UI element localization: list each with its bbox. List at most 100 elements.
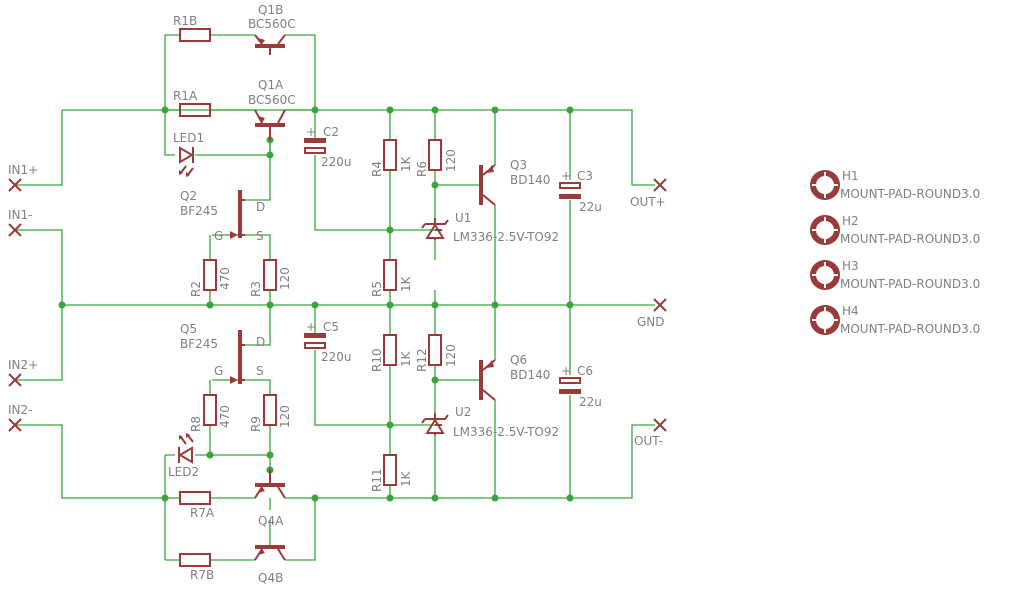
junction: [266, 301, 274, 309]
label-q5: Q5: [180, 322, 197, 336]
label-q5-d: D: [256, 335, 265, 349]
transistor-q4a[interactable]: [254, 470, 286, 499]
label-u2-value: LM336-2.5V-TO92: [453, 425, 559, 439]
label-c2-plus: +: [306, 125, 316, 139]
label-h4-value: MOUNT-PAD-ROUND3.0: [840, 322, 980, 336]
label-r5-value: 1K: [399, 275, 413, 292]
resistor-r7a[interactable]: [179, 491, 211, 505]
reference-u1[interactable]: [421, 218, 449, 240]
capacitor-c5[interactable]: [304, 333, 326, 349]
resistor-r3[interactable]: [263, 259, 277, 291]
horizontal-resistors: [179, 28, 211, 567]
junction: [386, 421, 394, 429]
label-q2-g: G: [214, 229, 223, 243]
resistor-r7b[interactable]: [179, 553, 211, 567]
label-c2: C2: [323, 125, 339, 139]
capacitor-c2[interactable]: [304, 138, 326, 154]
resistor-r1b[interactable]: [179, 28, 211, 42]
resistor-r12[interactable]: [428, 334, 442, 366]
label-h2: H2: [842, 214, 859, 228]
label-q5-g: G: [214, 364, 223, 378]
capacitor-c6[interactable]: [559, 377, 581, 394]
label-q2-value: BF245: [180, 204, 218, 218]
label-u1: U1: [455, 211, 471, 225]
resistor-r9[interactable]: [263, 394, 277, 426]
mount-pads: [810, 170, 840, 335]
junction: [491, 494, 499, 502]
resistor-r5[interactable]: [383, 259, 397, 291]
terminal-in1m[interactable]: [8, 223, 22, 237]
resistor-r1a[interactable]: [179, 103, 211, 117]
junction: [566, 494, 574, 502]
transistor-q1a[interactable]: [254, 109, 286, 140]
mount-pad-h2[interactable]: [810, 215, 840, 245]
junction: [266, 151, 274, 159]
transistor-q6[interactable]: [479, 359, 496, 401]
label-c3-plus: +: [561, 169, 571, 183]
junction: [386, 494, 394, 502]
junction: [431, 106, 439, 114]
label-c2-value: 220u: [321, 155, 352, 169]
led-led1[interactable]: [179, 146, 194, 177]
resistor-r10[interactable]: [383, 334, 397, 366]
junction: [431, 181, 439, 189]
junction-dots: [58, 106, 574, 502]
label-in1m: IN1-: [8, 208, 32, 222]
label-r2-value: 470: [218, 267, 232, 290]
label-r9: R9: [249, 416, 263, 432]
resistor-r4[interactable]: [383, 139, 397, 171]
terminal-in2m[interactable]: [8, 418, 22, 432]
jfet-q5[interactable]: [230, 330, 245, 384]
resistor-r11[interactable]: [383, 454, 397, 486]
label-q2-s: S: [256, 229, 264, 243]
label-r8-value: 470: [218, 405, 232, 428]
label-q3-value: BD140: [510, 173, 550, 187]
capacitor-c3[interactable]: [559, 182, 581, 199]
led-led2[interactable]: [178, 433, 194, 464]
label-r4: R4: [370, 161, 384, 177]
transistor-q1b[interactable]: [254, 34, 286, 55]
junction: [386, 226, 394, 234]
junction: [311, 494, 319, 502]
vertical-resistors: [203, 139, 442, 486]
wires: [15, 34, 655, 561]
terminal-in1p[interactable]: [8, 178, 22, 192]
label-q2: Q2: [180, 189, 197, 203]
label-r7b: R7B: [190, 568, 214, 582]
junction: [161, 494, 169, 502]
label-q1a: Q1A: [258, 78, 284, 92]
junction: [566, 301, 574, 309]
label-q2-d: D: [256, 200, 265, 214]
junction: [491, 106, 499, 114]
junction: [161, 106, 169, 114]
junction: [386, 106, 394, 114]
junction: [566, 106, 574, 114]
junction: [311, 106, 319, 114]
mount-pad-h4[interactable]: [810, 305, 840, 335]
label-h1-value: MOUNT-PAD-ROUND3.0: [840, 187, 980, 201]
mount-pad-h1[interactable]: [810, 170, 840, 200]
label-led2: LED2: [168, 465, 199, 479]
label-q5-value: BF245: [180, 337, 218, 351]
label-c5: C5: [323, 320, 339, 334]
terminal-crosses: [8, 178, 667, 432]
jfet-q2[interactable]: [230, 190, 245, 239]
transistor-q3[interactable]: [479, 164, 496, 206]
terminal-gnd[interactable]: [653, 298, 667, 312]
resistor-r6[interactable]: [428, 139, 442, 171]
terminal-outm[interactable]: [653, 418, 667, 432]
mount-pad-h3[interactable]: [810, 260, 840, 290]
terminal-in2p[interactable]: [8, 373, 22, 387]
label-r10: R10: [370, 348, 384, 372]
resistor-r2[interactable]: [203, 259, 217, 291]
reference-u2[interactable]: [421, 413, 449, 435]
terminal-outp[interactable]: [653, 178, 667, 192]
label-c5-value: 220u: [321, 350, 352, 364]
resistor-r8[interactable]: [203, 394, 217, 426]
label-r6: R6: [415, 161, 429, 177]
label-q6-value: BD140: [510, 368, 550, 382]
label-h1: H1: [842, 169, 859, 183]
label-r1b: R1B: [173, 14, 197, 28]
transistor-q4b[interactable]: [254, 545, 286, 561]
